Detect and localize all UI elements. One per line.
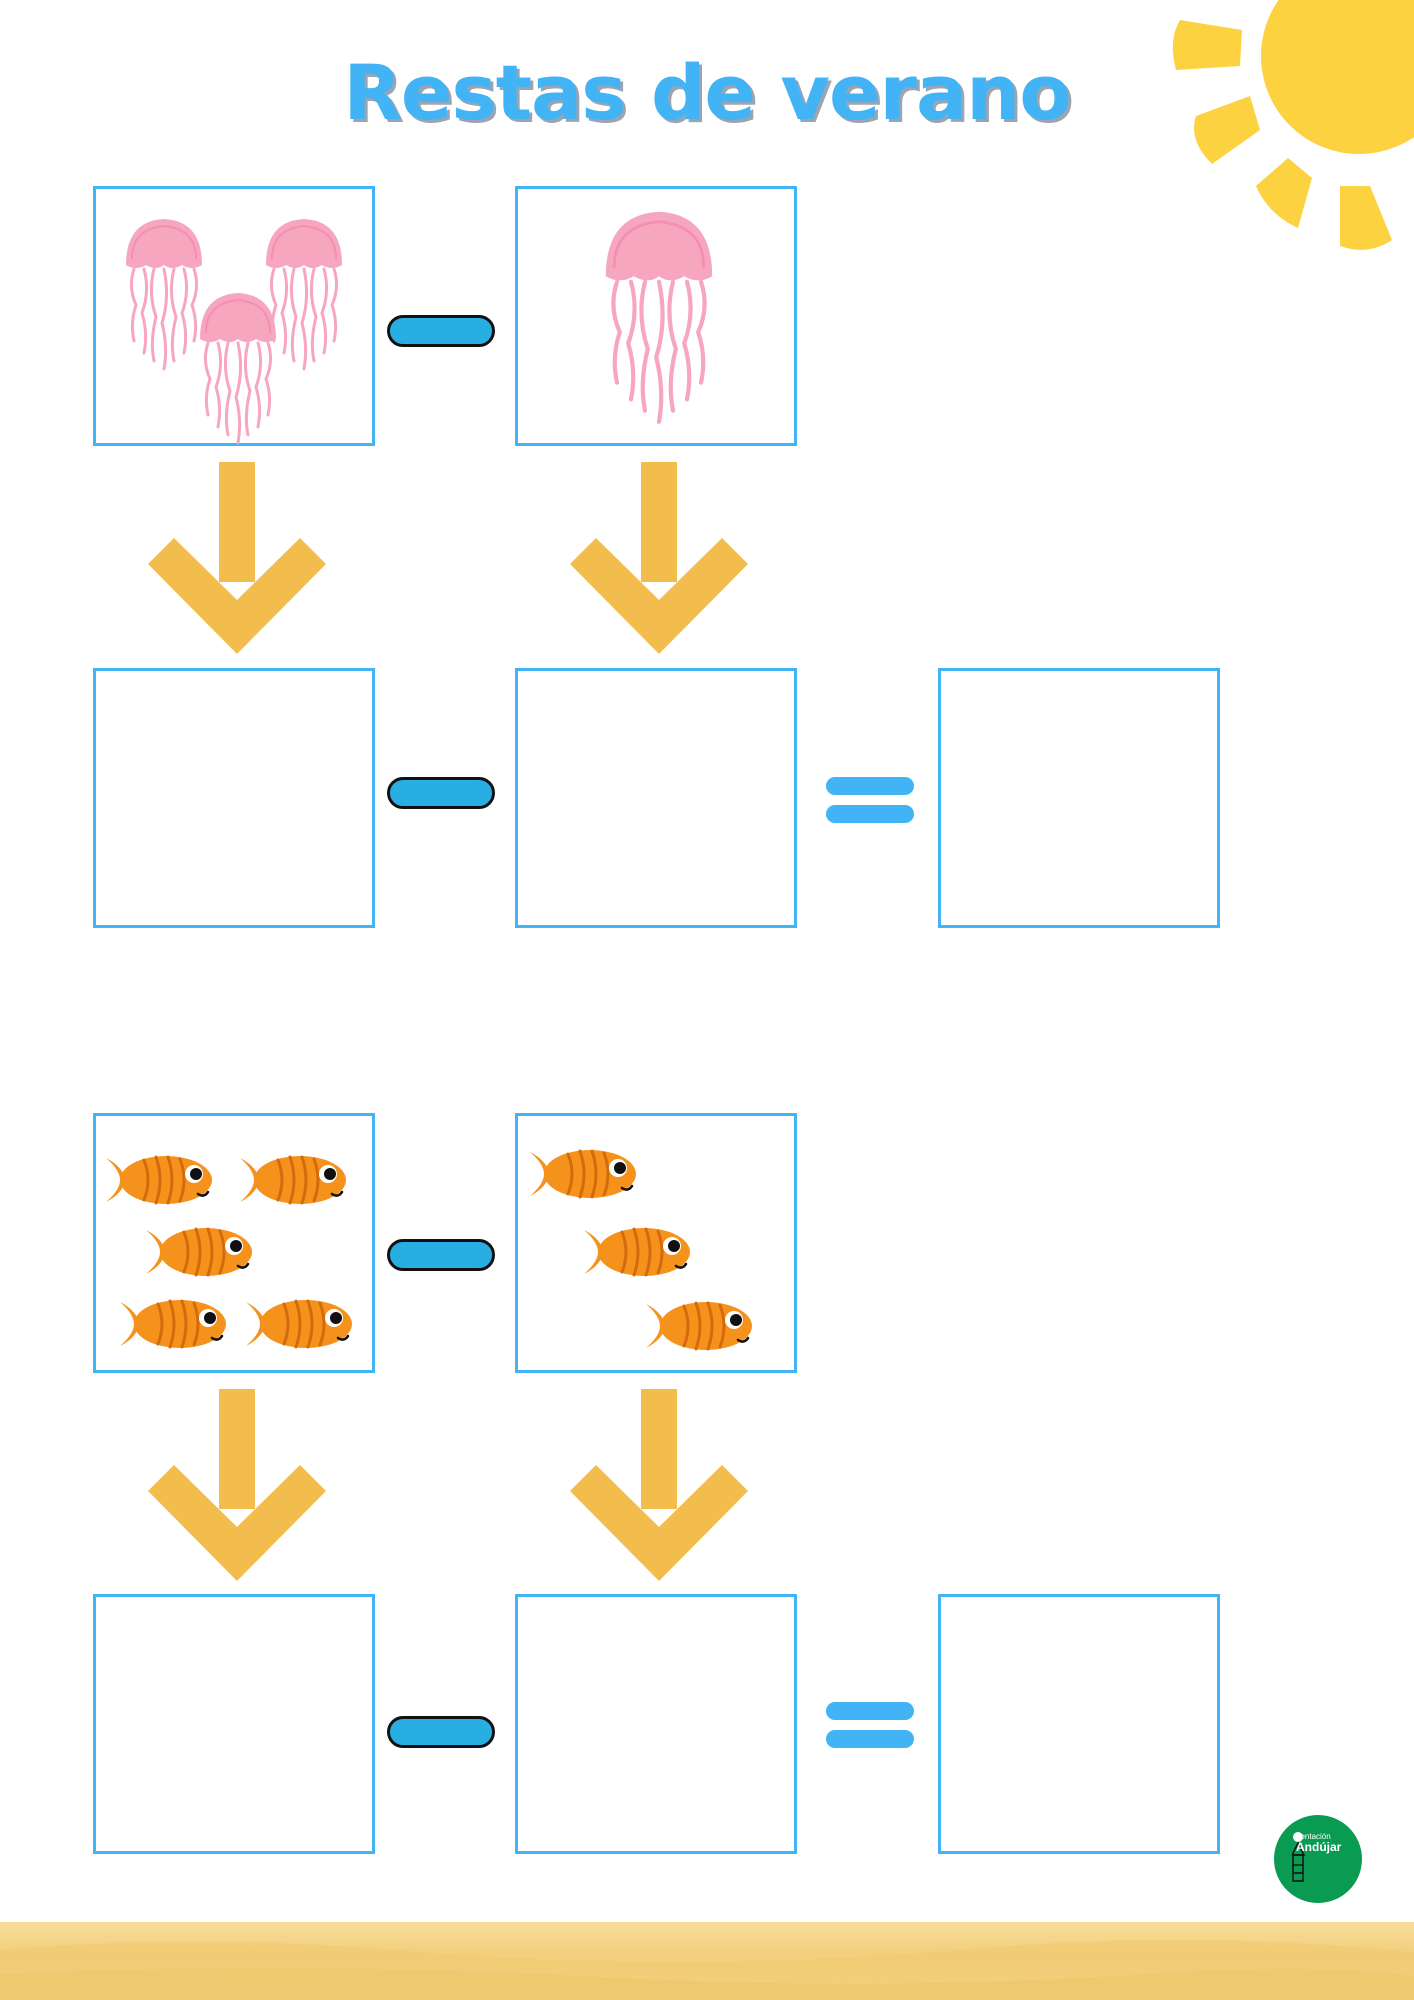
minus-sign	[387, 1239, 495, 1271]
result-box-2[interactable]	[938, 1594, 1220, 1854]
fish-group	[104, 1154, 354, 1350]
arrow-down-icon	[570, 462, 748, 654]
answer-box-left-2[interactable]	[93, 1594, 375, 1854]
minus-sign	[387, 1716, 495, 1748]
sun-icon	[1172, 0, 1414, 250]
answer-box-right-2[interactable]	[515, 1594, 797, 1854]
minus-sign	[387, 777, 495, 809]
arrow-down-icon	[148, 462, 326, 654]
picture-box-right-2	[515, 1113, 797, 1373]
logo-text-line2: Andújar	[1296, 1840, 1342, 1854]
logo-text-line1: rientación	[1296, 1832, 1331, 1841]
pencil-icon	[1292, 1832, 1306, 1882]
answer-box-right-1[interactable]	[515, 668, 797, 928]
arrow-down-icon	[570, 1389, 748, 1581]
minus-sign	[387, 315, 495, 347]
answer-box-left-1[interactable]	[93, 668, 375, 928]
fish-group	[528, 1148, 754, 1352]
sand-border	[0, 1922, 1414, 2000]
orientacion-andujar-logo: rientación Andújar	[1274, 1815, 1362, 1903]
page-title: Restas de verano	[343, 48, 1071, 137]
picture-box-right-1	[515, 186, 797, 446]
arrow-down-icon	[148, 1389, 326, 1581]
jellyfish-group	[124, 217, 344, 445]
equals-sign	[826, 777, 914, 823]
picture-box-left-1	[93, 186, 375, 446]
jellyfish-icon	[605, 211, 713, 424]
picture-box-left-2	[93, 1113, 375, 1373]
equals-sign	[826, 1702, 914, 1748]
result-box-1[interactable]	[938, 668, 1220, 928]
